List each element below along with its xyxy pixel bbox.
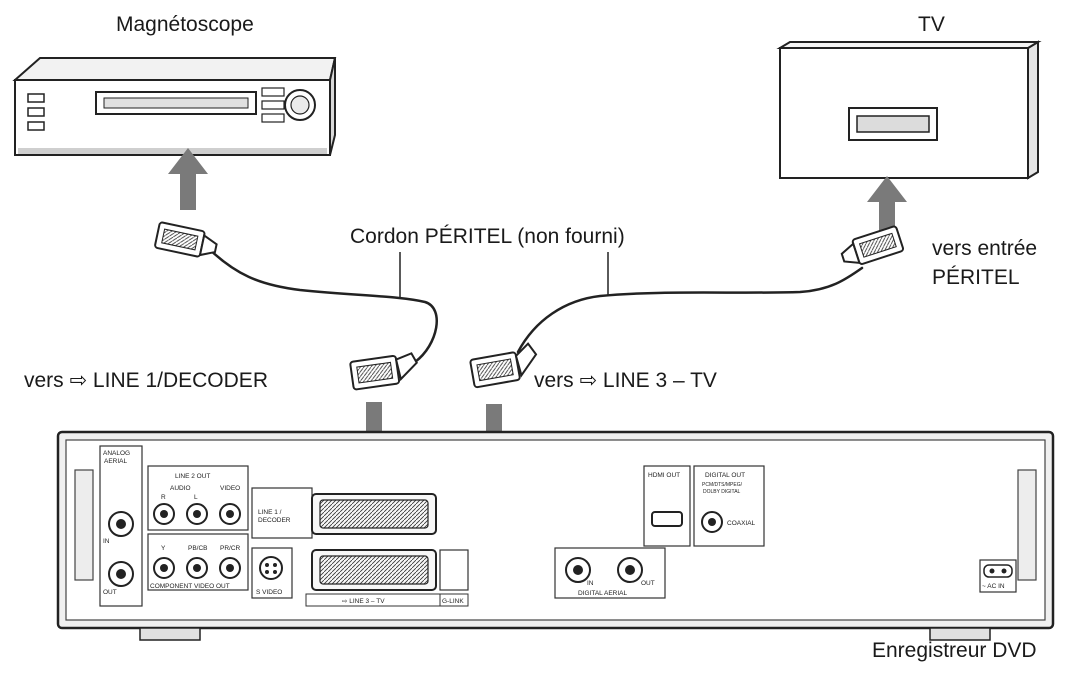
arrow-to-vcr	[168, 148, 208, 210]
s-video-label: S VIDEO	[256, 589, 282, 596]
component-pr-label: PR/CR	[220, 545, 241, 552]
pcm-dts-label-2: DOLBY DIGITAL	[703, 489, 741, 495]
scart-plug-line1	[349, 352, 418, 391]
hdmi-out-label: HDMI OUT	[648, 472, 680, 479]
scart-input-label-2: PÉRITEL	[932, 266, 1020, 289]
pcm-dts-label-1: PCM/DTS/MPEG/	[702, 482, 743, 488]
scart-cable-right	[516, 266, 864, 354]
g-link-label: G-LINK	[442, 598, 464, 605]
aerial-in-label: IN	[103, 538, 110, 545]
aerial-out-label: OUT	[103, 589, 117, 596]
vcr-label: Magnétoscope	[116, 13, 254, 36]
audio-label: AUDIO	[170, 485, 191, 492]
tv-label: TV	[918, 13, 945, 36]
digital-out-port-label: OUT	[641, 580, 655, 587]
line2-out-label: LINE 2 OUT	[175, 473, 210, 480]
digital-aerial-label: DIGITAL AERIAL	[578, 590, 628, 597]
line1-label-2: DECODER	[258, 517, 291, 524]
component-pb-label: PB/CB	[188, 545, 208, 552]
analog-aerial-label-1: ANALOG	[103, 450, 130, 457]
audio-l-label: L	[194, 494, 198, 501]
line3-tv-label: vers ⇨ LINE 3 – TV	[534, 369, 717, 392]
component-y-label: Y	[161, 545, 166, 552]
digital-out-label: DIGITAL OUT	[705, 472, 745, 479]
coaxial-label: COAXIAL	[727, 520, 756, 527]
scart-plug-tv	[840, 225, 905, 265]
line3-tv-panel-label: ⇨ LINE 3 – TV	[342, 598, 385, 605]
audio-r-label: R	[161, 494, 166, 501]
line1-label-1: LINE 1 /	[258, 509, 282, 516]
dvd-recorder-rear-panel	[56, 430, 1055, 641]
dvd-recorder-label: Enregistreur DVD	[872, 639, 1037, 662]
panel-labels: ANALOG AERIAL IN OUT LINE 2 OUT AUDIO R …	[103, 450, 1005, 605]
digital-in-label: IN	[587, 580, 594, 587]
scart-input-label-1: vers entrée	[932, 237, 1038, 260]
line1-decoder-label: vers ⇨ LINE 1/DECODER	[24, 369, 268, 392]
vcr-device	[12, 57, 337, 156]
ac-in-label: ~ AC IN	[982, 583, 1005, 590]
scart-plug-line3	[469, 342, 538, 389]
scart-plug-vcr	[154, 221, 218, 258]
video-label: VIDEO	[220, 485, 240, 492]
tv-device	[776, 40, 1042, 180]
scart-cable-left	[203, 243, 438, 364]
cable-label-leaders	[399, 252, 609, 298]
cable-label: Cordon PÉRITEL (non fourni)	[350, 225, 625, 248]
analog-aerial-label-2: AERIAL	[104, 458, 128, 465]
component-video-out-label: COMPONENT VIDEO OUT	[150, 583, 230, 590]
